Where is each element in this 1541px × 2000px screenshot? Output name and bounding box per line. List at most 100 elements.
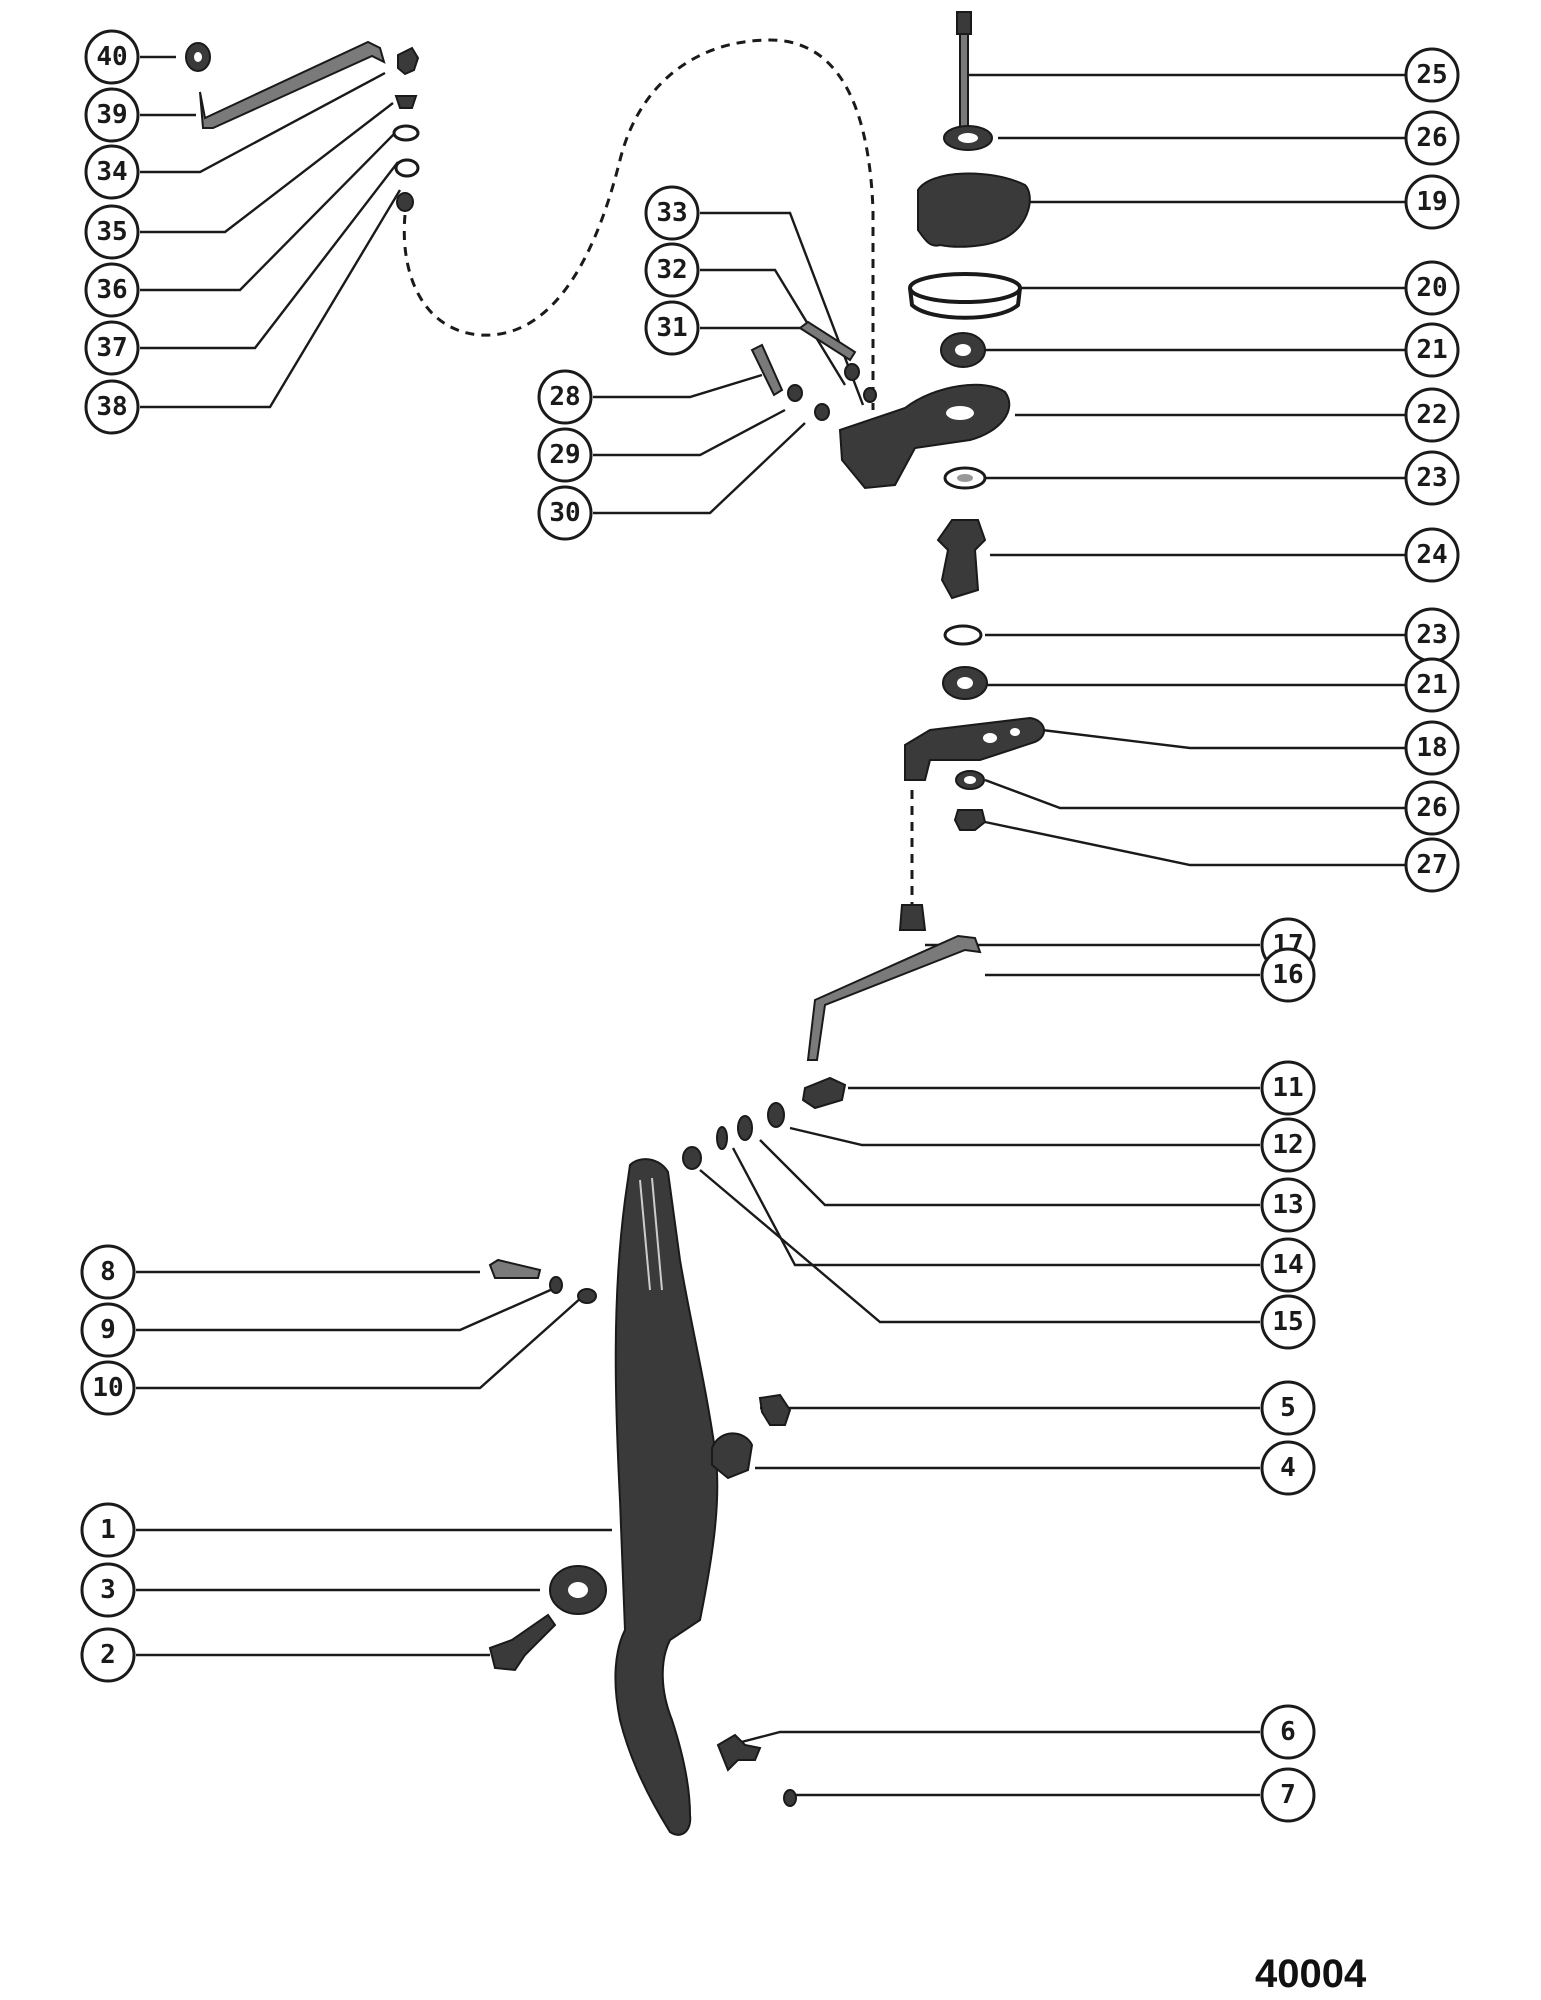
callout-23-upper: 23 bbox=[1404, 450, 1460, 506]
nut-part-30 bbox=[814, 403, 830, 421]
svg-text:21: 21 bbox=[1416, 335, 1447, 365]
svg-text:10: 10 bbox=[92, 1373, 123, 1403]
callout-40: 40 bbox=[84, 29, 140, 85]
callout-36: 36 bbox=[84, 262, 140, 318]
bushing-part-4 bbox=[711, 1432, 754, 1480]
ball-stud-part-6 bbox=[716, 1733, 762, 1772]
svg-text:31: 31 bbox=[656, 313, 687, 343]
callout-31: 31 bbox=[644, 300, 700, 356]
nut-part-33 bbox=[863, 387, 877, 403]
nut-part-7 bbox=[783, 1789, 797, 1807]
callout-18: 18 bbox=[1404, 720, 1460, 776]
washer-part-9 bbox=[549, 1276, 563, 1294]
washer-part-29 bbox=[787, 384, 803, 402]
svg-text:14: 14 bbox=[1272, 1250, 1303, 1280]
svg-text:12: 12 bbox=[1272, 1130, 1303, 1160]
callout-30: 30 bbox=[537, 485, 593, 541]
callout-21-lower: 21 bbox=[1404, 657, 1460, 713]
callout-9: 9 bbox=[80, 1302, 136, 1358]
svg-text:24: 24 bbox=[1416, 540, 1447, 570]
svg-text:38: 38 bbox=[96, 392, 127, 422]
svg-text:19: 19 bbox=[1416, 187, 1447, 217]
callout-27: 27 bbox=[1404, 837, 1460, 893]
callout-13: 13 bbox=[1260, 1177, 1316, 1233]
svg-text:15: 15 bbox=[1272, 1307, 1303, 1337]
clamp-ring-part-20 bbox=[908, 272, 1022, 320]
callout-11: 11 bbox=[1260, 1060, 1316, 1116]
nut-part-38 bbox=[396, 192, 414, 212]
diagram-reference-number: 40004 bbox=[1255, 1952, 1367, 1996]
spool-part-24 bbox=[936, 519, 987, 600]
svg-text:36: 36 bbox=[96, 275, 127, 305]
callout-37: 37 bbox=[84, 320, 140, 376]
svg-text:26: 26 bbox=[1416, 793, 1447, 823]
screw-part-31 bbox=[798, 320, 857, 362]
ball-joint-part-11 bbox=[801, 1076, 847, 1110]
svg-text:35: 35 bbox=[96, 217, 127, 247]
callout-39: 39 bbox=[84, 87, 140, 143]
svg-text:21: 21 bbox=[1416, 670, 1447, 700]
callout-20: 20 bbox=[1404, 260, 1460, 316]
washer-part-37 bbox=[394, 158, 420, 178]
callout-8: 8 bbox=[80, 1244, 136, 1300]
svg-text:8: 8 bbox=[100, 1257, 116, 1287]
callout-16: 16 bbox=[1260, 947, 1316, 1003]
svg-text:11: 11 bbox=[1272, 1073, 1303, 1103]
svg-text:33: 33 bbox=[656, 198, 687, 228]
svg-text:5: 5 bbox=[1280, 1393, 1296, 1423]
callout-19: 19 bbox=[1404, 174, 1460, 230]
svg-text:34: 34 bbox=[96, 157, 127, 187]
svg-text:27: 27 bbox=[1416, 850, 1447, 880]
svg-text:23: 23 bbox=[1416, 620, 1447, 650]
svg-text:39: 39 bbox=[96, 100, 127, 130]
svg-text:6: 6 bbox=[1280, 1717, 1296, 1747]
parts bbox=[185, 11, 1045, 1836]
callout-34: 34 bbox=[84, 144, 140, 200]
washer-part-23-lower bbox=[943, 624, 983, 646]
bolt-part-25 bbox=[956, 11, 972, 135]
link-rod-part-39 bbox=[199, 40, 386, 129]
svg-text:2: 2 bbox=[100, 1640, 116, 1670]
washer-part-36 bbox=[392, 124, 420, 142]
svg-text:32: 32 bbox=[656, 255, 687, 285]
shift-arm-part-1 bbox=[614, 1158, 719, 1836]
callout-25: 25 bbox=[1404, 47, 1460, 103]
screw-part-28 bbox=[750, 343, 784, 397]
callout-4: 4 bbox=[1260, 1440, 1316, 1496]
washer-part-14 bbox=[716, 1126, 728, 1150]
svg-text:1: 1 bbox=[100, 1515, 116, 1545]
callout-5: 5 bbox=[1260, 1380, 1316, 1436]
link-rod-part-16 bbox=[806, 934, 982, 1061]
svg-text:3: 3 bbox=[100, 1575, 116, 1605]
svg-text:20: 20 bbox=[1416, 273, 1447, 303]
callout-23-lower: 23 bbox=[1404, 607, 1460, 663]
bushing-part-5 bbox=[758, 1393, 792, 1426]
svg-text:9: 9 bbox=[100, 1315, 116, 1345]
callout-21-upper: 21 bbox=[1404, 322, 1460, 378]
callout-22: 22 bbox=[1404, 387, 1460, 443]
callout-35: 35 bbox=[84, 204, 140, 260]
callout-12: 12 bbox=[1260, 1117, 1316, 1173]
svg-text:18: 18 bbox=[1416, 733, 1447, 763]
callout-26-upper: 26 bbox=[1404, 110, 1460, 166]
svg-text:30: 30 bbox=[549, 498, 580, 528]
callout-32: 32 bbox=[644, 242, 700, 298]
svg-text:16: 16 bbox=[1272, 960, 1303, 990]
ball-stud-part-34 bbox=[397, 46, 420, 76]
callout-38: 38 bbox=[84, 379, 140, 435]
callouts: 40 39 34 35 36 37 38 33 32 31 28 29 30 2… bbox=[80, 29, 1460, 1823]
callout-2: 2 bbox=[80, 1627, 136, 1683]
washer-part-32 bbox=[844, 363, 860, 381]
nut-part-40 bbox=[185, 42, 211, 72]
nut-part-27 bbox=[953, 809, 987, 831]
callout-10: 10 bbox=[80, 1360, 136, 1416]
svg-text:4: 4 bbox=[1280, 1453, 1296, 1483]
screw-part-8 bbox=[488, 1258, 542, 1279]
callout-24: 24 bbox=[1404, 527, 1460, 583]
washer-part-12 bbox=[767, 1102, 785, 1128]
callout-29: 29 bbox=[537, 427, 593, 483]
bolt-part-2 bbox=[488, 1613, 557, 1672]
callout-1: 1 bbox=[80, 1502, 136, 1558]
nut-part-10 bbox=[577, 1288, 597, 1304]
